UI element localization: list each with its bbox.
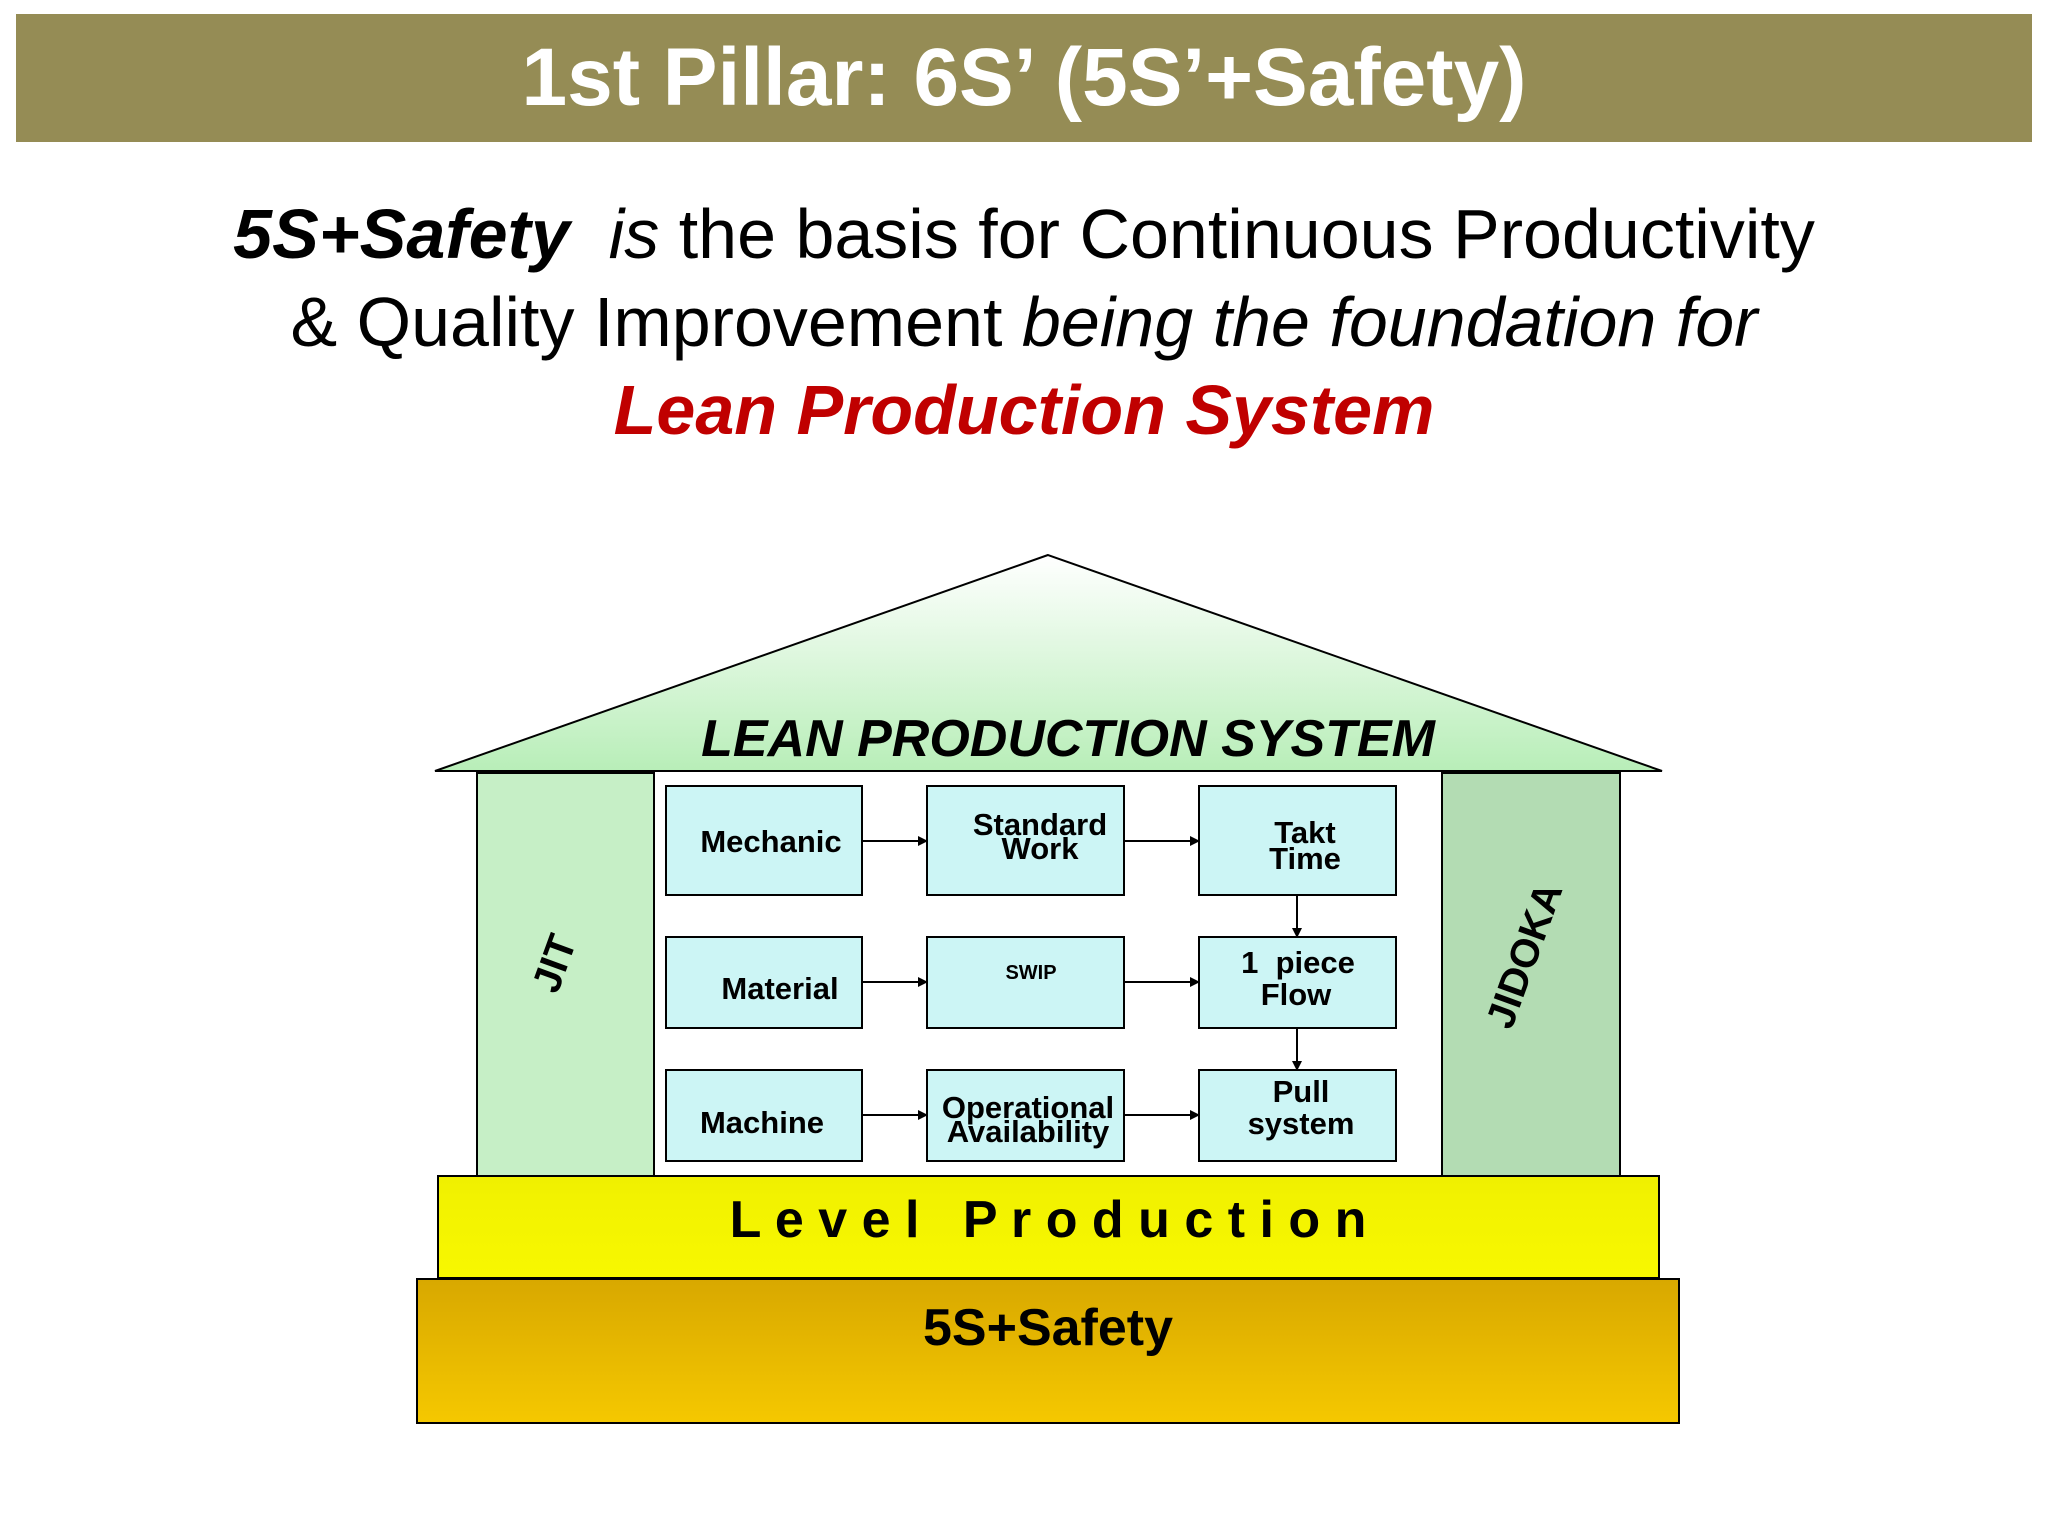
box-standard-work-line2: Work xyxy=(1002,831,1080,866)
title-bar: 1st Pillar: 6S’ (5S’+Safety) xyxy=(16,14,2032,142)
level-production-band xyxy=(437,1175,1660,1279)
box-one-piece-flow-line1: 1 piece xyxy=(1241,945,1355,980)
subtitle-line-3: Lean Production System xyxy=(0,366,2048,454)
box-takt-time-line1: Takt xyxy=(1274,815,1335,850)
box-material xyxy=(665,936,863,1029)
subtitle-basis: the basis for Continuous Productivity xyxy=(678,195,1815,273)
box-swip-label: SWIP xyxy=(1005,962,1056,984)
foundation-label: 5S+Safety xyxy=(923,1299,1173,1357)
box-takt-time xyxy=(1198,785,1397,896)
page-title: 1st Pillar: 6S’ (5S’+Safety) xyxy=(521,32,1527,123)
box-standard-work-line1: Standard xyxy=(973,807,1107,842)
box-operational-availability-line2: Availability xyxy=(947,1114,1110,1149)
roof xyxy=(434,553,1663,772)
box-machine-label: Machine xyxy=(700,1105,824,1140)
box-swip xyxy=(926,936,1125,1029)
subtitle-quality: & Quality Improvement xyxy=(290,283,1003,361)
box-operational-availability-line1: Operational xyxy=(942,1090,1114,1125)
box-machine xyxy=(665,1069,863,1162)
right-pillar xyxy=(1441,772,1621,1177)
box-pull-system-line1: Pull xyxy=(1273,1074,1330,1109)
subtitle-5s-safety: 5S+Safety xyxy=(233,195,570,273)
subtitle-line-2: & Quality Improvement being the foundati… xyxy=(0,278,2048,366)
foundation-base xyxy=(416,1278,1680,1424)
box-standard-work xyxy=(926,785,1125,896)
box-mechanic xyxy=(665,785,863,896)
subtitle-text: 5S+Safety is the basis for Continuous Pr… xyxy=(0,190,2048,454)
box-takt-time-line2: Time xyxy=(1269,841,1341,876)
subtitle-foundation: being the foundation for xyxy=(1021,283,1758,361)
subtitle-lean-production-system: Lean Production System xyxy=(613,371,1435,449)
roof-label: LEAN PRODUCTION SYSTEM xyxy=(701,710,1436,768)
subtitle-is: is xyxy=(608,195,660,273)
box-pull-system-line2: system xyxy=(1248,1106,1355,1141)
subtitle-line-1: 5S+Safety is the basis for Continuous Pr… xyxy=(0,190,2048,278)
level-production-label: L e v e l P r o d u c t i o n xyxy=(730,1191,1367,1249)
box-material-label: Material xyxy=(721,971,838,1006)
box-mechanic-label: Mechanic xyxy=(700,824,841,859)
box-one-piece-flow-line2: Flow xyxy=(1261,977,1332,1012)
box-operational-availability xyxy=(926,1069,1125,1162)
